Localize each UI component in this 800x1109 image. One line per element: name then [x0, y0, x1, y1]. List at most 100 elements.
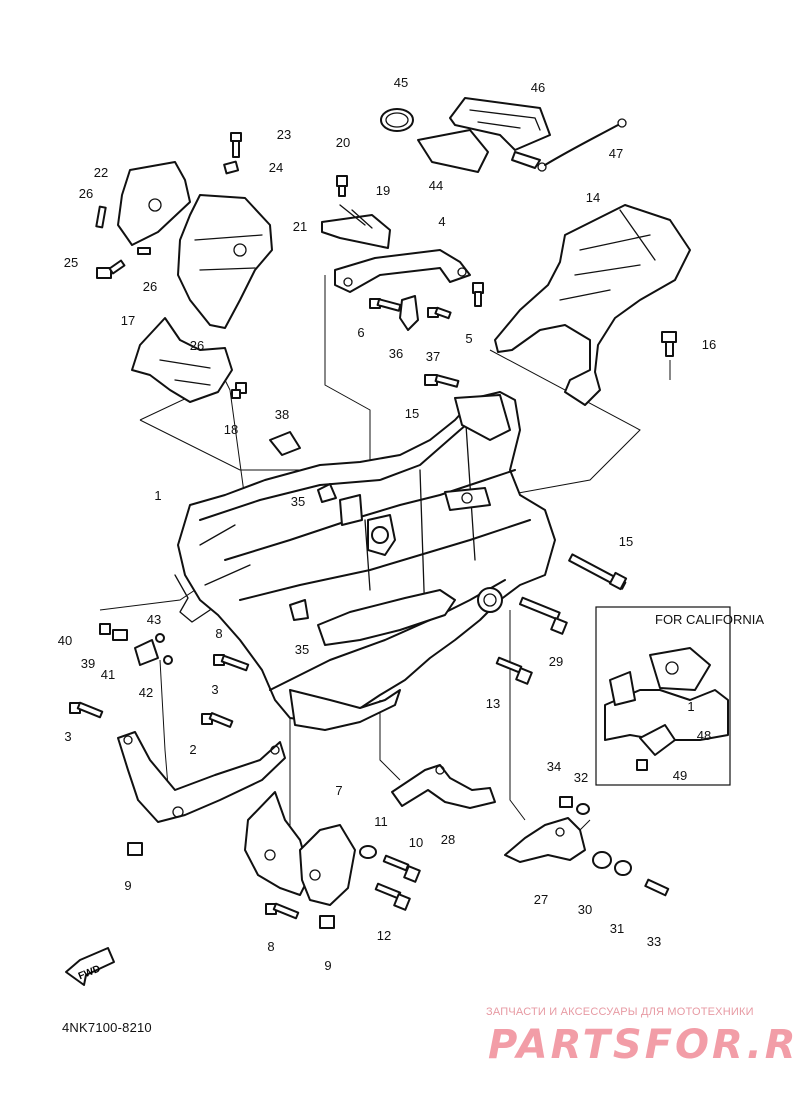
part-35-clamp [317, 483, 337, 503]
part-11-washer [359, 845, 377, 859]
part-22-side-cover [117, 161, 191, 246]
callout-17: 17 [121, 313, 135, 328]
part-8-bolt-b [265, 902, 300, 920]
part-1-main-frame [174, 391, 556, 731]
callout-45: 45 [394, 75, 408, 90]
part-16-bolt [661, 331, 677, 357]
callout-41: 41 [101, 667, 115, 682]
part-29-bolt [518, 596, 568, 635]
part-26-pin [95, 205, 107, 229]
part-12-bolt [374, 882, 411, 911]
part-3-bolt-b [69, 701, 104, 719]
part-19-bracket [321, 204, 391, 249]
callout-40: 40 [58, 633, 72, 648]
part-46-bracket [449, 97, 551, 169]
part-32-washer [576, 803, 590, 815]
callout-30: 30 [578, 902, 592, 917]
part-20-bolt [336, 175, 348, 197]
callout-29: 29 [549, 654, 563, 669]
part-27-footrest [504, 817, 586, 863]
callout-1: 1 [154, 488, 161, 503]
callout-3: 3 [64, 729, 71, 744]
part-9-nut-b [319, 915, 335, 929]
callout-8: 8 [215, 626, 222, 641]
part-36-clamp [399, 295, 419, 331]
part-13-bolt [495, 656, 533, 685]
callout-9: 9 [324, 958, 331, 973]
watermark-tagline: ЗАПЧАСТИ И АКСЕССУАРЫ ДЛЯ МОТОТЕХНИКИ [486, 1006, 754, 1018]
callout-34: 34 [547, 759, 561, 774]
part-25-bolt [96, 259, 126, 279]
part-39-collar [112, 629, 128, 641]
part-4-bracket [334, 249, 471, 293]
california-inset [595, 606, 731, 786]
part-8-bolt [213, 654, 250, 672]
part-45-gasket [380, 108, 414, 132]
part-40-bolt [99, 623, 111, 635]
part-33-bolt [644, 878, 670, 897]
part-15-bolt [424, 374, 460, 388]
part-10-bolt [382, 854, 421, 883]
callout-19: 19 [376, 183, 390, 198]
part-15-long-bolt [568, 553, 628, 591]
callout-16: 16 [702, 337, 716, 352]
part-18-bolt [231, 382, 247, 399]
callout-32: 32 [574, 770, 588, 785]
callout-5: 5 [465, 331, 472, 346]
part-44-pad [417, 129, 489, 173]
part-24-nut [223, 160, 240, 175]
callout-26: 26 [190, 338, 204, 353]
callout-44: 44 [429, 178, 443, 193]
part-6-bolt [369, 298, 402, 312]
part-26-pin-b [137, 247, 151, 255]
part-7-plate [244, 791, 356, 906]
diagram-code: 4NK7100-8210 [62, 1020, 152, 1035]
callout-2: 2 [189, 742, 196, 757]
part-5-bolt [472, 282, 484, 307]
callout-38: 38 [275, 407, 289, 422]
callout-35: 35 [295, 642, 309, 657]
callout-1: 1 [687, 699, 694, 714]
callout-42: 42 [139, 685, 153, 700]
callout-12: 12 [377, 928, 391, 943]
callout-23: 23 [277, 127, 291, 142]
part-21-cover [177, 194, 273, 329]
part-3-bolt [201, 712, 234, 728]
callout-13: 13 [486, 696, 500, 711]
callout-26: 26 [143, 279, 157, 294]
callout-6: 6 [357, 325, 364, 340]
callout-43: 43 [147, 612, 161, 627]
callout-49: 49 [673, 768, 687, 783]
part-41-bracket [134, 639, 159, 666]
fwd-arrow-icon [65, 947, 115, 986]
callout-14: 14 [586, 190, 600, 205]
callout-8: 8 [267, 939, 274, 954]
part-14-rear-stay [494, 204, 691, 406]
callout-18: 18 [224, 422, 238, 437]
callout-37: 37 [426, 349, 440, 364]
callout-27: 27 [534, 892, 548, 907]
part-17-bracket [131, 317, 233, 403]
callout-28: 28 [441, 832, 455, 847]
callout-9: 9 [124, 878, 131, 893]
callout-15: 15 [405, 406, 419, 421]
callout-21: 21 [293, 219, 307, 234]
part-9-nut [127, 842, 143, 856]
callout-22: 22 [94, 165, 108, 180]
part-28-footrest [391, 764, 496, 809]
callout-3: 3 [211, 682, 218, 697]
callout-10: 10 [409, 835, 423, 850]
part-23-bolt [230, 132, 242, 158]
callout-39: 39 [81, 656, 95, 671]
part-2-footrest-bracket [117, 731, 286, 823]
part-43-washer [155, 633, 165, 643]
part-31-collar [614, 860, 632, 876]
callout-24: 24 [269, 160, 283, 175]
callout-25: 25 [64, 255, 78, 270]
callout-36: 36 [389, 346, 403, 361]
part-30-collar [592, 851, 612, 869]
callout-35: 35 [291, 494, 305, 509]
